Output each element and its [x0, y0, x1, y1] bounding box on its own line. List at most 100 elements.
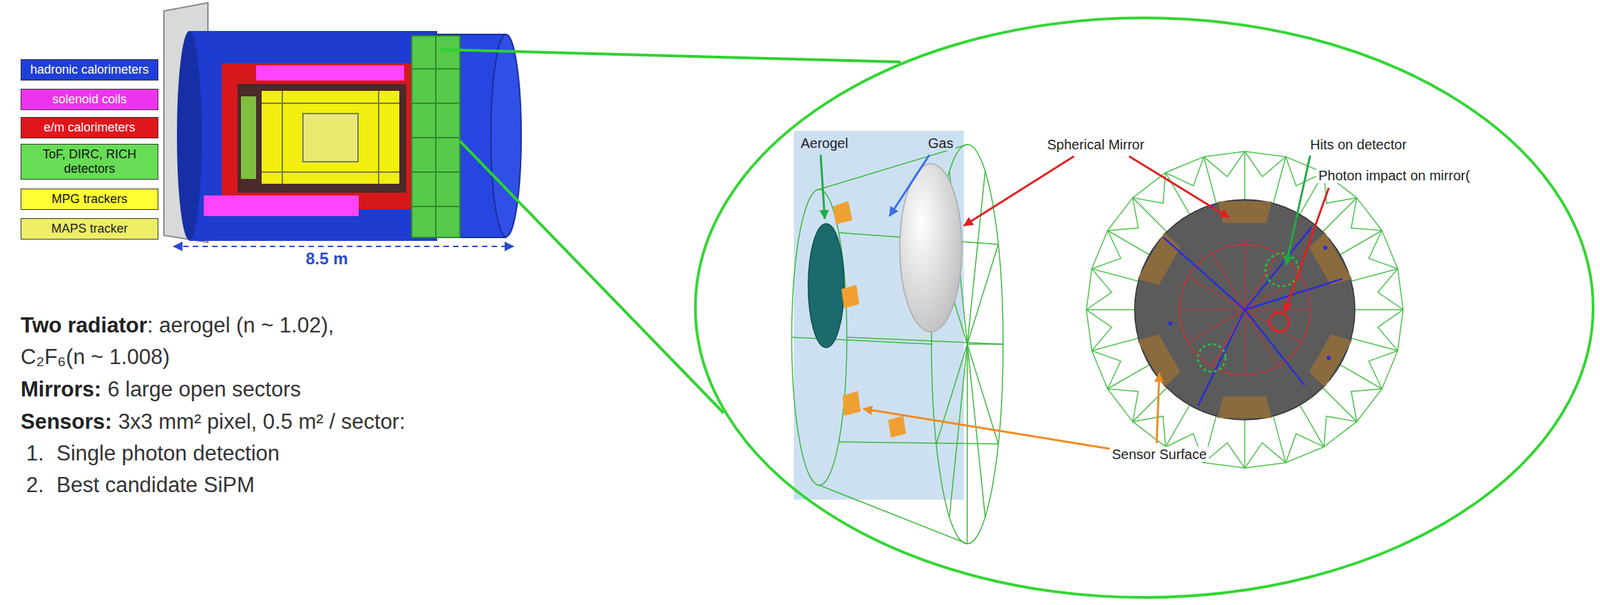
sector-line — [1188, 277, 1245, 311]
photon-track — [1244, 278, 1343, 310]
callout-text: Photon impact on mirror( — [1316, 167, 1472, 184]
wire — [967, 344, 986, 518]
sector-line — [1244, 309, 1302, 343]
leader-arrow — [889, 154, 930, 217]
sensor-patch — [1137, 329, 1183, 387]
dirc-bar — [240, 96, 257, 180]
ellipse-outline-svg — [693, 15, 1596, 600]
sensor-patch — [841, 285, 860, 309]
label-text: 8.5 m — [302, 249, 351, 268]
barrel-end — [176, 30, 202, 241]
bullet-line: C₂F₆(n ~ 1.008) — [20, 342, 171, 372]
bullet-line: 2.Best candidate SiPM — [26, 470, 255, 500]
sector-line — [1179, 309, 1245, 310]
impact-marker — [1269, 312, 1289, 332]
sensor-patch — [1306, 232, 1353, 290]
callout-label: Spherical Mirror — [1045, 136, 1147, 153]
dimension-label: 8.5 m — [302, 249, 351, 269]
wire — [967, 244, 999, 345]
sensor-patches — [1137, 201, 1352, 418]
bullet-line: Sensors:3x3 mm² pixel, 0.5 m² / sector: — [20, 407, 406, 437]
bullet-line: 1.Single photon detection — [26, 439, 280, 469]
side-wireframe — [791, 144, 1004, 544]
photon-dot — [1168, 321, 1173, 326]
bullet-text: Two radiator — [20, 313, 148, 338]
mirror-disk — [1134, 199, 1355, 420]
sensor-patch — [1306, 329, 1353, 387]
callout-text: Sensor Surface — [1109, 446, 1209, 462]
tracker-layer — [281, 90, 283, 184]
sector-line — [1244, 309, 1311, 310]
sensor-patch — [1217, 396, 1272, 418]
bullet-text: Best candidate SiPM — [56, 472, 255, 498]
sector-line — [1244, 309, 1278, 367]
ellipse-outline — [695, 17, 1594, 598]
bullet-text: Sensors: — [20, 409, 113, 434]
zoom-line — [459, 141, 724, 414]
dimension-line — [173, 245, 514, 248]
photon-dots — [1168, 204, 1331, 361]
bullet-text: 3x3 mm² pixel, 0.5 m² / sector: — [118, 409, 406, 434]
maps-tracker — [302, 113, 359, 162]
hit-ring — [1197, 344, 1226, 372]
bullet-text: 6 large open sectors — [107, 377, 301, 402]
leader-arrow — [1284, 187, 1329, 312]
callout-label: Hits on detector — [1308, 136, 1409, 153]
legend-text: ToF, DIRC, RICH detectors — [42, 147, 137, 176]
sector-line — [1244, 244, 1245, 310]
bullet-text: : aerogel (n ~ 1.02), — [147, 313, 334, 338]
wire — [936, 344, 968, 445]
wire — [949, 344, 968, 518]
bullet-line: Two radiator: aerogel (n ~ 1.02), — [20, 311, 334, 341]
leader-arrow — [1156, 373, 1160, 444]
tracker-layers — [261, 90, 400, 184]
legend-text: hadronic calorimeters — [30, 62, 149, 77]
em-calorimeter — [221, 63, 415, 210]
gas-mirror — [899, 163, 962, 332]
hit-ring — [1265, 253, 1299, 287]
sensor-patch — [1217, 201, 1272, 224]
legend-text: MAPS tracker — [50, 221, 128, 236]
callout-label: Gas — [925, 134, 956, 152]
leader-arrow — [863, 408, 1110, 449]
callout-text: Gas — [925, 135, 956, 151]
photon-track — [1244, 309, 1305, 386]
callout-text: Hits on detector — [1308, 137, 1409, 153]
photon-track — [1244, 227, 1312, 310]
side-view-panel — [793, 130, 964, 500]
wire — [967, 171, 986, 345]
sensor-patch — [888, 415, 907, 438]
photon-tracks — [1163, 227, 1343, 407]
legend-swatch: MAPS tracker — [20, 218, 159, 240]
leader-arrow — [963, 156, 1075, 226]
legend-swatch: ToF, DIRC, RICH detectors — [20, 143, 159, 180]
callout-label: Sensor Surface — [1109, 446, 1209, 463]
callout-label: Aerogel — [798, 134, 851, 152]
rich-segment — [435, 35, 437, 238]
legend-swatch: solenoid coils — [20, 88, 159, 111]
lens-ellipse: Aerogel Gas Spherical Mirror Hits on detect… — [693, 15, 1596, 600]
callout-text: Spherical Mirror — [1045, 137, 1147, 153]
wire — [838, 441, 999, 445]
wire — [966, 344, 968, 544]
endcap-face — [490, 34, 522, 237]
legend-text: solenoid coils — [52, 92, 127, 107]
inner-volume — [237, 83, 407, 193]
leader-arrow — [1129, 156, 1229, 218]
legend-swatch: MPG trackers — [20, 188, 159, 210]
wire-triangle — [1244, 151, 1287, 177]
photon-dot — [1323, 245, 1328, 250]
wire — [819, 485, 968, 544]
leader-arrow — [820, 154, 825, 219]
sensor-patch — [842, 391, 861, 416]
bullet-text: Mirrors: — [20, 377, 102, 402]
wire — [846, 337, 1004, 345]
sector-line — [1212, 253, 1246, 310]
photon-track — [1163, 237, 1245, 310]
tracker-layer — [377, 90, 380, 184]
sensor-patch — [833, 201, 853, 225]
aerogel-radiator — [808, 223, 845, 348]
legend-text: MPG trackers — [51, 192, 128, 206]
bullet-line: Mirrors:6 large open sectors — [20, 375, 301, 405]
